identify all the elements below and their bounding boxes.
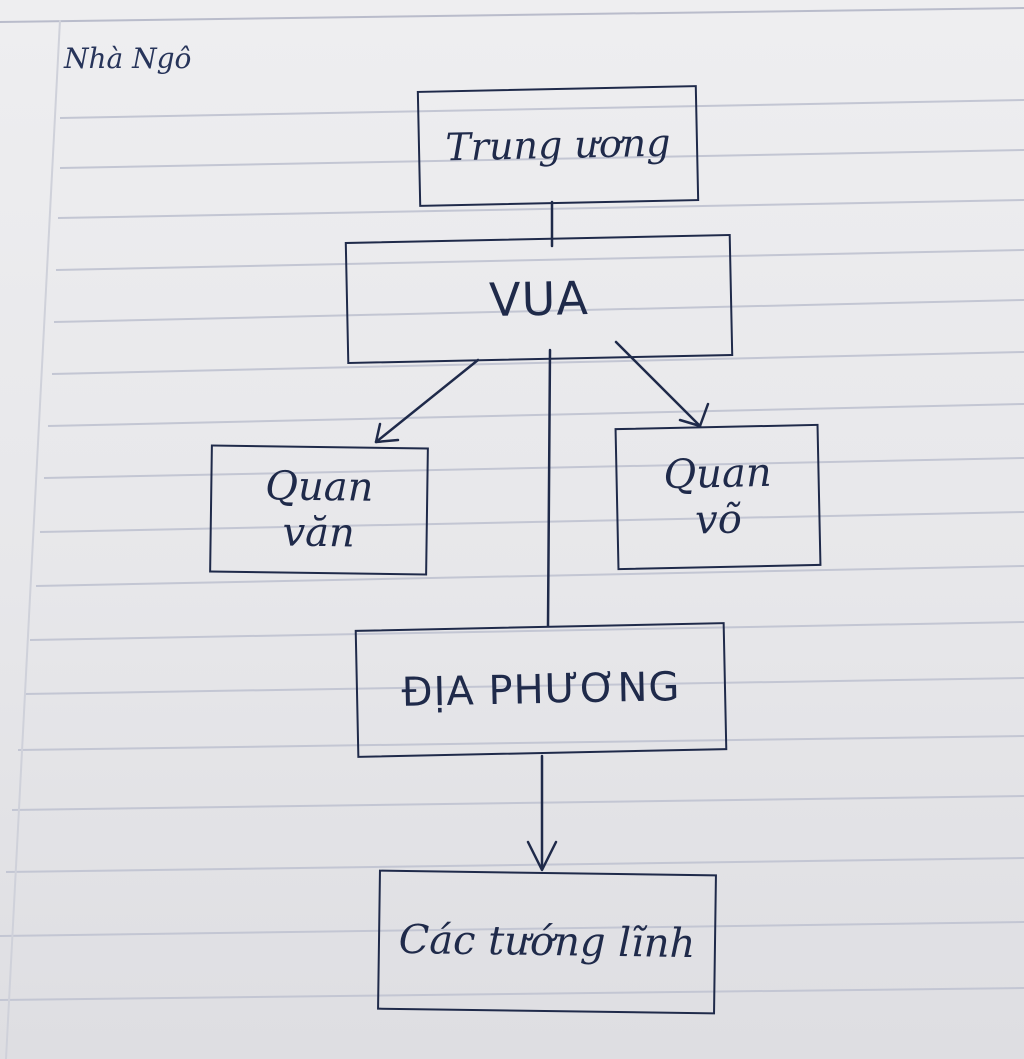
node-vua-label: VUA [488,270,590,327]
node-quan-vo-label: Quan võ [662,449,773,544]
node-quan-van: Quan văn [209,444,429,576]
node-vua: VUA [344,233,734,365]
node-trung-uong-label: Trung ương [445,120,671,170]
node-dia-phuong: ĐỊA PHƯƠNG [354,622,728,758]
node-dia-phuong-label: ĐỊA PHƯƠNG [401,664,681,716]
node-cac-tuong-linh: Các tướng lĩnh [377,869,717,1015]
node-quan-vo: Quan võ [614,423,822,571]
node-quan-van-label: Quan văn [264,463,374,557]
node-trung-uong: Trung ương [416,85,700,207]
diagram-title: Nhà Ngô [64,42,192,75]
node-cac-tuong-linh-label: Các tướng lĩnh [398,916,696,968]
